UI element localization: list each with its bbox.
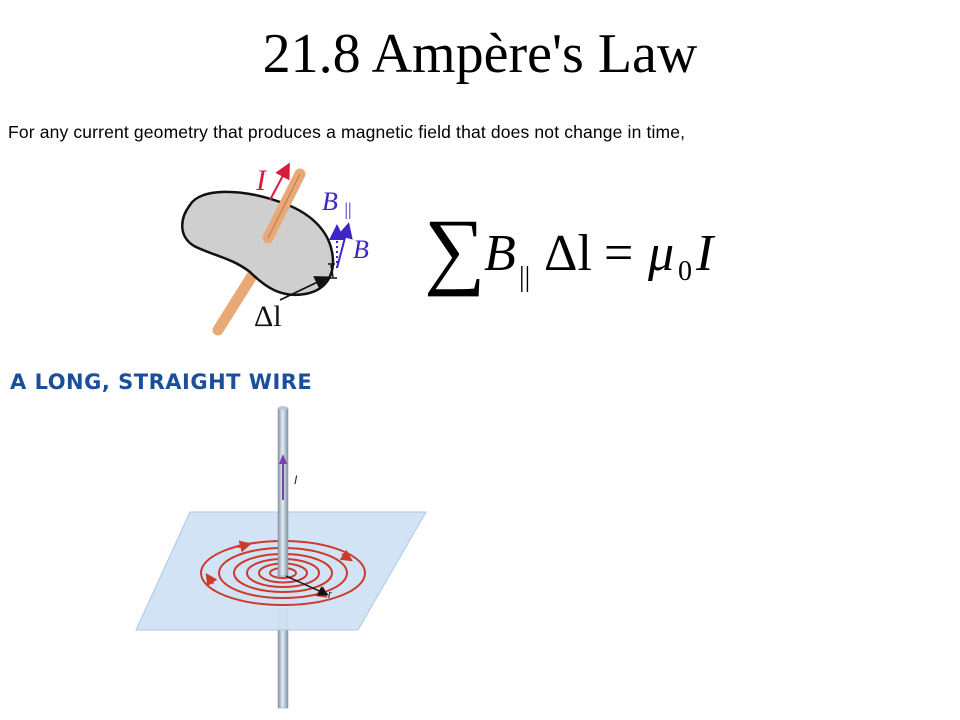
svg-text:B ||: B || bbox=[322, 187, 352, 219]
current-arrow bbox=[269, 162, 290, 201]
dl-pointer bbox=[279, 276, 330, 301]
wire-current-label: I bbox=[294, 473, 298, 487]
section-heading: A LONG, STRAIGHT WIRE bbox=[10, 370, 313, 394]
dl-label: Δl bbox=[254, 300, 282, 333]
eq-b: B bbox=[484, 225, 516, 282]
straight-wire-figure: I r bbox=[135, 406, 427, 709]
eq-mu-sub: 0 bbox=[678, 256, 692, 287]
b-parallel-label: B bbox=[322, 187, 338, 216]
radius-vector bbox=[285, 575, 329, 596]
enclosed-surface bbox=[181, 190, 335, 297]
eq-dl: Δl bbox=[544, 225, 592, 282]
b-field-arrow bbox=[336, 222, 353, 269]
radius-label: r bbox=[328, 589, 333, 601]
eq-b-sub: || bbox=[519, 262, 530, 293]
page-title: 21.8 Ampère's Law bbox=[262, 23, 698, 85]
intro-text: For any current geometry that produces a… bbox=[8, 122, 686, 142]
ampere-loop-figure: I B || B Δl bbox=[181, 162, 369, 336]
b-parallel-sub: || bbox=[344, 199, 351, 219]
ampere-equation: ∑ B || Δl = μ 0 I bbox=[424, 201, 716, 297]
b-label: B bbox=[353, 235, 369, 264]
sum-symbol: ∑ bbox=[424, 201, 485, 297]
eq-mu: μ bbox=[647, 225, 674, 282]
current-label: I bbox=[255, 164, 268, 197]
eq-equals: = bbox=[604, 225, 633, 282]
eq-i: I bbox=[695, 225, 716, 282]
